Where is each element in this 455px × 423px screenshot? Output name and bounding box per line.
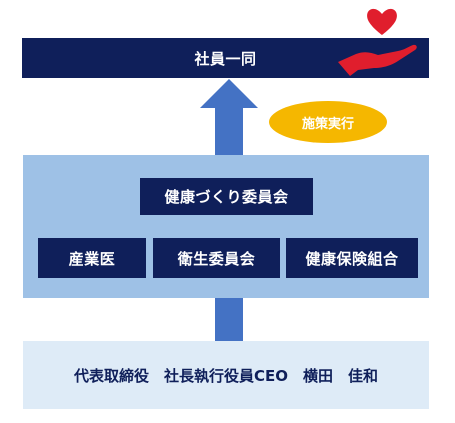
committee-box: 健康づくり委員会 — [140, 178, 313, 215]
action-badge: 施策実行 — [269, 101, 387, 143]
executive-label: 代表取締役 社長執行役員CEO 横田 佳和 — [73, 366, 378, 385]
member-box-health-committee: 衛生委員会 — [153, 238, 280, 278]
action-badge-label: 施策実行 — [301, 116, 354, 132]
up-arrow-icon — [200, 79, 258, 155]
member-label: 産業医 — [68, 249, 116, 268]
top-title: 社員一同 — [194, 49, 257, 68]
executive-panel: 代表取締役 社長執行役員CEO 横田 佳和 — [23, 341, 429, 409]
member-box-insurance: 健康保険組合 — [286, 238, 418, 278]
member-box-doctor: 産業医 — [38, 238, 146, 278]
member-label: 衛生委員会 — [177, 249, 256, 268]
company-staff-bar: 社員一同 — [22, 38, 429, 78]
committee-label: 健康づくり委員会 — [164, 188, 289, 206]
member-label: 健康保険組合 — [305, 249, 399, 268]
arrow-shaft-lower — [215, 298, 243, 341]
